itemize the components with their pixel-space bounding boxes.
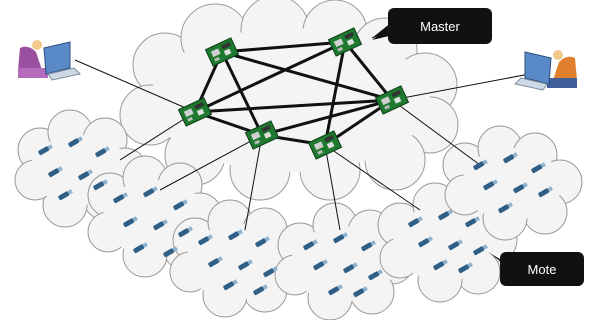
sensor-mote-icon bbox=[538, 186, 553, 198]
sensor-mote-icon bbox=[143, 186, 158, 198]
sensor-mote-icon bbox=[408, 216, 423, 228]
sensor-mote-icon bbox=[113, 192, 128, 204]
circuit-board-icon bbox=[204, 37, 240, 67]
circuit-board-icon bbox=[327, 27, 363, 57]
sensor-mote-icon bbox=[433, 259, 448, 271]
sensor-mote-icon bbox=[473, 244, 488, 256]
sensor-mote-icon bbox=[223, 279, 238, 291]
sensor-mote-icon bbox=[438, 209, 453, 221]
sensor-mote-icon bbox=[178, 226, 193, 238]
sensor-mote-icon bbox=[503, 152, 518, 164]
circuit-board-icon bbox=[374, 85, 410, 115]
sensor-mote-icon bbox=[173, 199, 188, 211]
sensor-mote-icon bbox=[133, 242, 148, 254]
sensor-mote-icon bbox=[313, 259, 328, 271]
circuit-board-icon bbox=[307, 130, 343, 160]
mote-callout: Mote bbox=[488, 252, 584, 286]
sensor-mote-icon bbox=[48, 166, 63, 178]
laptop-user-icon bbox=[18, 40, 82, 81]
circuit-board-icon bbox=[177, 97, 213, 127]
sensor-mote-icon bbox=[153, 219, 168, 231]
sensor-mote-icon bbox=[208, 256, 223, 268]
sensor-mote-icon bbox=[93, 179, 108, 191]
sensor-mote-icon bbox=[38, 144, 53, 156]
sensor-mote-icon bbox=[78, 169, 93, 181]
sensor-mote-icon bbox=[328, 284, 343, 296]
master-callout: Master bbox=[371, 8, 492, 44]
sensor-mote-icon bbox=[418, 236, 433, 248]
master-label: Master bbox=[420, 19, 460, 34]
sensor-mote-icon bbox=[255, 236, 270, 248]
motes bbox=[38, 136, 553, 298]
sensor-mote-icon bbox=[465, 216, 480, 228]
sensor-mote-icon bbox=[58, 189, 73, 201]
sensor-mote-icon bbox=[238, 259, 253, 271]
sensor-mote-icon bbox=[473, 159, 488, 171]
sensor-mote-icon bbox=[353, 286, 368, 298]
sensor-mote-icon bbox=[483, 179, 498, 191]
sensor-mote-icon bbox=[253, 284, 268, 296]
sensor-mote-icon bbox=[95, 146, 110, 158]
mote-label: Mote bbox=[528, 262, 557, 277]
laptop-user-icon bbox=[513, 50, 577, 91]
boards bbox=[177, 27, 410, 160]
sensor-mote-icon bbox=[263, 266, 278, 278]
thin-links bbox=[74, 59, 541, 231]
sensor-mote-icon bbox=[448, 239, 463, 251]
sensor-mote-icon bbox=[343, 262, 358, 274]
sensor-mote-icon bbox=[333, 232, 348, 244]
sensor-mote-icon bbox=[458, 262, 473, 274]
sensor-mote-icon bbox=[303, 239, 318, 251]
sensor-mote-icon bbox=[361, 240, 376, 252]
sensor-mote-icon bbox=[498, 202, 513, 214]
sensor-mote-icon bbox=[68, 136, 83, 148]
sensor-mote-icon bbox=[123, 216, 138, 228]
sensor-mote-icon bbox=[513, 182, 528, 194]
sensor-mote-icon bbox=[368, 269, 383, 281]
sensor-mote-icon bbox=[531, 162, 546, 174]
sensor-mote-icon bbox=[198, 234, 213, 246]
sensor-mote-icon bbox=[163, 246, 178, 258]
sensor-mote-icon bbox=[228, 229, 243, 241]
circuit-board-icon bbox=[244, 120, 280, 150]
